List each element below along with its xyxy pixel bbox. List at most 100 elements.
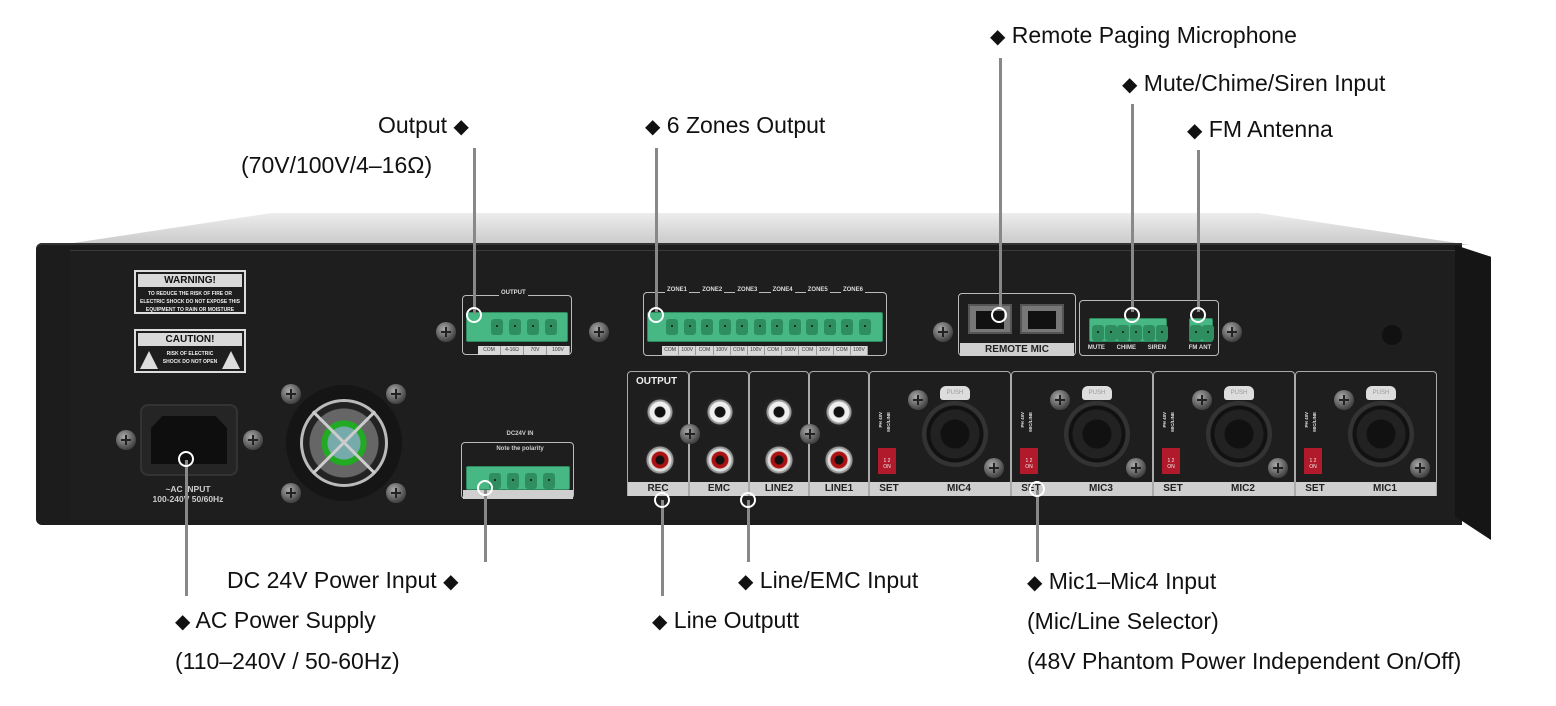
dip-on-label: ON bbox=[1309, 464, 1317, 470]
callout-mic-title: Mic1–Mic4 Input bbox=[1048, 568, 1217, 594]
line-out-marker bbox=[654, 492, 670, 508]
diamond-bullet-icon: ◆ bbox=[1122, 74, 1138, 96]
push-release-tab[interactable]: PUSH bbox=[1224, 386, 1254, 400]
screw-icon bbox=[908, 390, 928, 410]
ac-input-line2: 100-240V 50/60Hz bbox=[152, 494, 224, 504]
zone-terminal-label: 100V bbox=[714, 346, 731, 355]
caution-sticker: CAUTION! RISK OF ELECTRIC SHOCK DO NOT O… bbox=[134, 329, 246, 373]
callout-fm-title: FM Antenna bbox=[1208, 116, 1333, 142]
terminal-pin bbox=[1155, 325, 1168, 341]
ac-input-line1: ~AC INPUT bbox=[165, 484, 211, 494]
dip-micline-label: MIC/LINE bbox=[1312, 412, 1317, 432]
terminal-pin bbox=[1104, 325, 1117, 341]
rack-ear-right bbox=[1455, 245, 1491, 540]
output-terminal-block[interactable] bbox=[466, 312, 568, 342]
zone-terminal-label: 100V bbox=[851, 346, 869, 355]
callout-mic-selector: (Mic/Line Selector) bbox=[1027, 608, 1219, 634]
screw-icon bbox=[243, 430, 263, 450]
emc-rca-white[interactable] bbox=[705, 397, 735, 427]
remote-mic-rj45-port-2[interactable] bbox=[1020, 304, 1064, 334]
screw-icon bbox=[589, 322, 609, 342]
callout-ac-title: AC Power Supply bbox=[195, 607, 376, 633]
zone-terminal-label: COM bbox=[799, 346, 817, 355]
zone-terminal-label: COM bbox=[765, 346, 783, 355]
emc-rca-red[interactable] bbox=[705, 445, 735, 475]
ac-marker bbox=[178, 451, 194, 467]
fm-marker bbox=[1190, 307, 1206, 323]
siren-label: SIREN bbox=[1147, 345, 1167, 351]
push-release-tab[interactable]: PUSH bbox=[1366, 386, 1396, 400]
rec-rca-white[interactable] bbox=[645, 397, 675, 427]
diamond-bullet-icon: ◆ bbox=[443, 571, 459, 593]
screw-icon bbox=[1334, 390, 1354, 410]
dip-numbers: 1 2 bbox=[1167, 458, 1175, 464]
warning-heading: WARNING! bbox=[138, 274, 242, 287]
dip-numbers: 1 2 bbox=[883, 458, 891, 464]
emc-label: EMC bbox=[690, 482, 748, 496]
terminal-pin bbox=[841, 319, 853, 335]
line1-rca-white[interactable] bbox=[824, 397, 854, 427]
mute-chime-siren-labels: MUTE CHIME SIREN bbox=[1082, 345, 1172, 351]
push-release-tab[interactable]: PUSH bbox=[940, 386, 970, 400]
output-heading: OUTPUT bbox=[636, 376, 678, 387]
dip-numbers: 1 2 bbox=[1309, 458, 1317, 464]
zone-labels: ZONE1 ZONE2 ZONE3 ZONE4 ZONE5 ZONE6 bbox=[665, 287, 865, 293]
xlr-combo-jack[interactable] bbox=[1348, 401, 1414, 467]
line2-rca-white[interactable] bbox=[764, 397, 794, 427]
screw-icon bbox=[1410, 458, 1430, 478]
dc24-leader-line bbox=[484, 490, 487, 562]
screw-icon bbox=[281, 384, 301, 404]
line2-rca-red[interactable] bbox=[764, 445, 794, 475]
xlr-combo-jack[interactable] bbox=[922, 401, 988, 467]
terminal-pin bbox=[771, 319, 783, 335]
terminal-pin bbox=[507, 473, 519, 489]
xlr-combo-jack[interactable] bbox=[1206, 401, 1272, 467]
zone-label: ZONE2 bbox=[700, 287, 725, 293]
screw-icon bbox=[1050, 390, 1070, 410]
mute-label: MUTE bbox=[1087, 345, 1105, 351]
dip-on-label: ON bbox=[1025, 464, 1033, 470]
dip-micline-label: MIC/LINE bbox=[1028, 412, 1033, 432]
terminal-100v: 100V bbox=[547, 346, 570, 355]
screw-icon bbox=[984, 458, 1004, 478]
callout-line-in: ◆ Line/EMC Input bbox=[738, 567, 918, 595]
push-release-tab[interactable]: PUSH bbox=[1082, 386, 1112, 400]
callout-line-in-title: Line/EMC Input bbox=[759, 567, 919, 593]
dip-on-label: ON bbox=[883, 464, 891, 470]
caution-text: RISK OF ELECTRIC SHOCK DO NOT OPEN bbox=[162, 351, 218, 365]
callout-mute-chime: ◆ Mute/Chime/Siren Input bbox=[1122, 70, 1385, 98]
terminal-pin bbox=[1142, 325, 1155, 341]
rec-rca-red[interactable] bbox=[645, 445, 675, 475]
zones-leader-line bbox=[655, 148, 658, 312]
terminal-pin bbox=[1117, 325, 1130, 341]
terminal-pin bbox=[543, 473, 555, 489]
terminal-pin bbox=[858, 319, 871, 335]
callout-mute-chime-title: Mute/Chime/Siren Input bbox=[1143, 70, 1386, 96]
zone-terminal-label: COM bbox=[662, 346, 680, 355]
terminal-com: COM bbox=[478, 346, 501, 355]
screw-icon bbox=[1126, 458, 1146, 478]
screw-icon bbox=[933, 322, 953, 342]
terminal-pin bbox=[701, 319, 713, 335]
xlr-combo-jack[interactable] bbox=[1064, 401, 1130, 467]
dc24v-label: DC24V IN bbox=[506, 431, 534, 437]
dip-on-label: ON bbox=[1167, 464, 1175, 470]
mic-leader-line bbox=[1036, 490, 1039, 562]
line2-label: LINE2 bbox=[750, 482, 808, 496]
line1-rca-red[interactable] bbox=[824, 445, 854, 475]
zones-terminal-block[interactable] bbox=[647, 312, 883, 342]
diamond-bullet-icon: ◆ bbox=[652, 611, 668, 633]
callout-line-out-title: Line Outputt bbox=[673, 607, 800, 633]
dip-micline-label: MIC/LINE bbox=[886, 412, 891, 432]
fm-leader-line bbox=[1197, 150, 1200, 312]
output-leader-line bbox=[473, 148, 476, 314]
rec-label: REC bbox=[628, 482, 688, 496]
output-terminal-label: OUTPUT bbox=[499, 290, 528, 296]
